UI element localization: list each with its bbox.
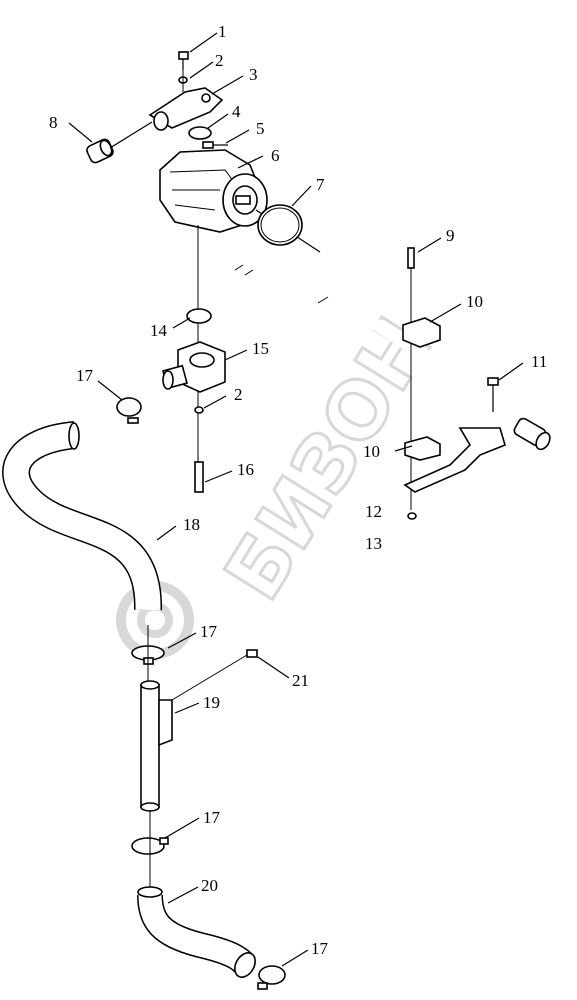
callout-7: 7	[316, 175, 325, 194]
watermark: БИЗОН	[116, 302, 451, 659]
callout-10-lower: 10	[363, 442, 380, 461]
callout-11: 11	[531, 352, 547, 371]
callout-15: 15	[252, 339, 269, 358]
callout-19: 19	[203, 693, 220, 712]
callout-3: 3	[249, 65, 258, 84]
bolt-5	[202, 141, 228, 149]
callout-17-mid: 17	[200, 622, 218, 641]
callout-1: 1	[218, 22, 227, 41]
bracket-12	[403, 427, 506, 493]
callout-9: 9	[446, 226, 455, 245]
callout-4: 4	[232, 102, 241, 121]
elbow-flange-3	[109, 87, 224, 149]
return-hose	[77, 147, 523, 428]
callout-5: 5	[256, 119, 265, 138]
callout-13: 13	[365, 534, 382, 553]
bolt-21	[171, 649, 258, 701]
callout-10: 10	[466, 292, 483, 311]
o-ring-4	[188, 126, 212, 140]
callout-18: 18	[183, 515, 200, 534]
callout-labels: 1 2 3 4 5 6 7 8 9 10 11 14 15 17 2 10 16…	[49, 22, 547, 958]
suction-flange-15	[162, 341, 226, 393]
callout-6: 6	[271, 146, 280, 165]
washer-2b	[194, 406, 204, 414]
steel-pipe-19	[140, 680, 173, 812]
callout-12: 12	[365, 502, 382, 521]
hose-clamp-17d	[257, 965, 286, 990]
o-ring-7	[257, 204, 303, 246]
nut-13	[407, 512, 417, 520]
callout-17-bottom: 17	[311, 939, 329, 958]
clamp-10-upper	[402, 317, 441, 348]
callout-21: 21	[292, 671, 309, 690]
o-ring-14	[186, 308, 212, 324]
callout-20: 20	[201, 876, 218, 895]
callout-14: 14	[150, 321, 168, 340]
clamp-10-lower	[404, 436, 441, 461]
bolt-9	[407, 247, 415, 510]
callout-16: 16	[237, 460, 254, 479]
callout-2-lower: 2	[234, 385, 243, 404]
callout-17-lower: 17	[203, 808, 221, 827]
bolt-16	[194, 461, 204, 493]
suction-hose-20	[137, 886, 256, 978]
bolt-1	[178, 51, 189, 70]
callout-8: 8	[49, 113, 58, 132]
hose-clamp-17c	[131, 837, 169, 855]
suction-hose-18	[2, 421, 163, 611]
callout-2: 2	[215, 51, 224, 70]
leader-lines	[68, 32, 524, 967]
bolt-11	[487, 377, 499, 412]
hydraulic-pump-6	[159, 149, 321, 253]
hose-clamp-17a	[116, 397, 142, 424]
callout-17-upper: 17	[76, 366, 94, 385]
hose-fitting-11	[513, 417, 551, 451]
hose-fitting-8	[86, 138, 114, 164]
